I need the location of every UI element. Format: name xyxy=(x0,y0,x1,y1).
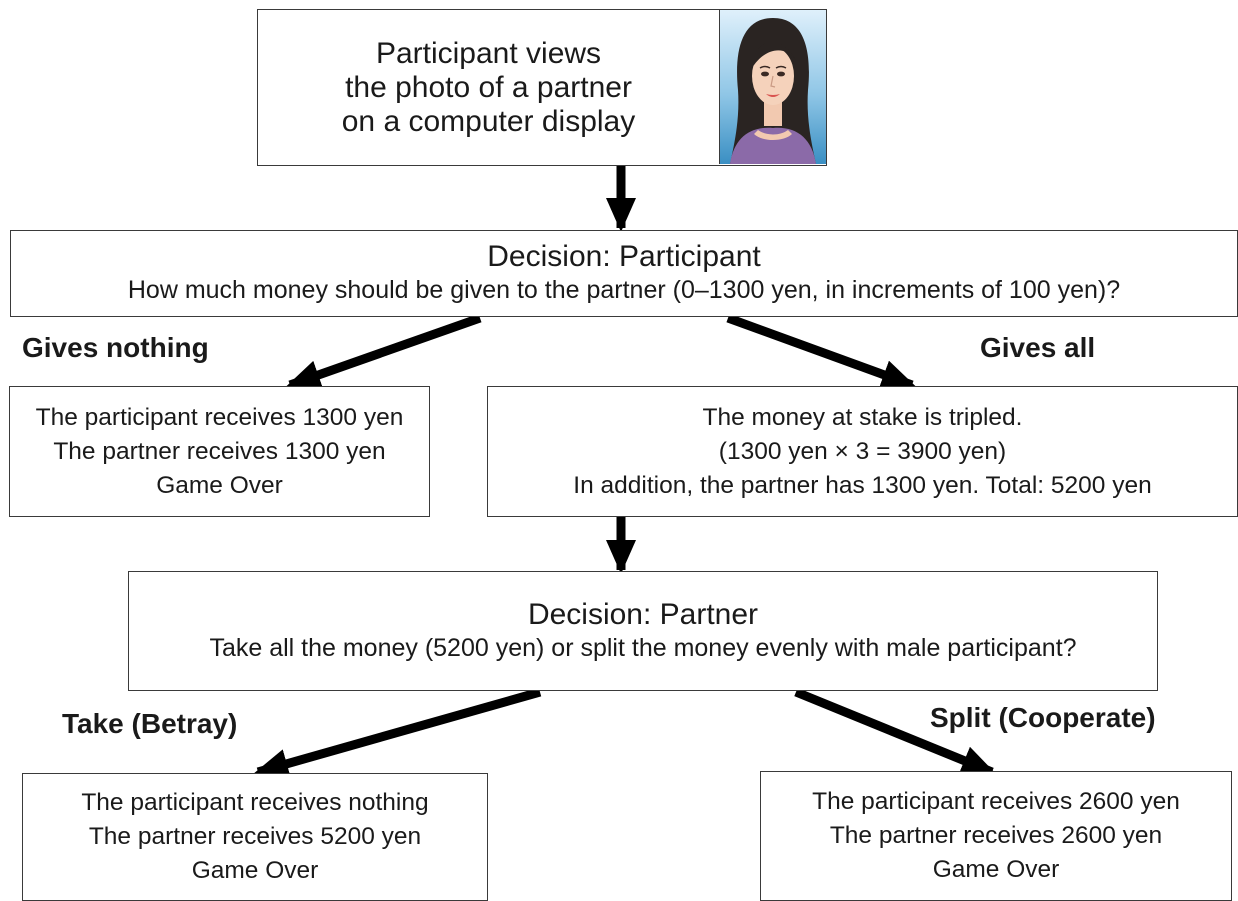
decision-participant-question: How much money should be given to the pa… xyxy=(127,276,1121,304)
partner-photo xyxy=(719,10,826,164)
start-box: Participant views the photo of a partner… xyxy=(257,9,827,166)
label-gives-nothing: Gives nothing xyxy=(22,332,209,363)
start-line: on a computer display xyxy=(341,104,636,138)
decision-participant-title: Decision: Participant xyxy=(487,240,761,273)
outcome-all-box: The money at stake is tripled. (1300 yen… xyxy=(487,386,1238,517)
label-split-cooperate: Split (Cooperate) xyxy=(930,702,1156,733)
outcome-all-line: The money at stake is tripled. xyxy=(702,403,1023,431)
outcome-take-line: The participant receives nothing xyxy=(81,789,429,816)
outcome-take-line: Game Over xyxy=(191,857,319,884)
decision-partner-question: Take all the money (5200 yen) or split t… xyxy=(209,633,1077,662)
outcome-nothing-box: The participant receives 1300 yen The pa… xyxy=(9,386,430,517)
outcome-nothing-line: The participant receives 1300 yen xyxy=(35,403,404,431)
decision-participant-box: Decision: Participant How much money sho… xyxy=(10,230,1238,317)
decision-partner-title: Decision: Partner xyxy=(527,597,759,631)
arrow-gives-nothing xyxy=(286,313,482,390)
label-take-betray: Take (Betray) xyxy=(62,708,238,739)
label-gives-all: Gives all xyxy=(980,332,1096,363)
outcome-all-line: (1300 yen × 3 = 3900 yen) xyxy=(718,437,1007,465)
outcome-take-box: The participant receives nothing The par… xyxy=(22,773,488,901)
outcome-split-line: The partner receives 2600 yen xyxy=(829,822,1163,849)
start-line: Participant views xyxy=(375,36,602,70)
outcome-all-line: In addition, the partner has 1300 yen. T… xyxy=(573,471,1152,499)
outcome-take-line: The partner receives 5200 yen xyxy=(88,823,422,850)
outcome-split-box: The participant receives 2600 yen The pa… xyxy=(760,771,1232,901)
arrow-split xyxy=(794,687,996,777)
outcome-split-line: The participant receives 2600 yen xyxy=(812,788,1180,815)
arrow-gives-all xyxy=(726,313,916,390)
decision-partner-box: Decision: Partner Take all the money (52… xyxy=(128,571,1158,691)
outcome-nothing-line: Game Over xyxy=(156,471,283,499)
outcome-split-line: Game Over xyxy=(932,856,1060,883)
arrow-take xyxy=(254,687,542,779)
outcome-nothing-line: The partner receives 1300 yen xyxy=(53,437,386,465)
start-line: the photo of a partner xyxy=(345,70,632,104)
